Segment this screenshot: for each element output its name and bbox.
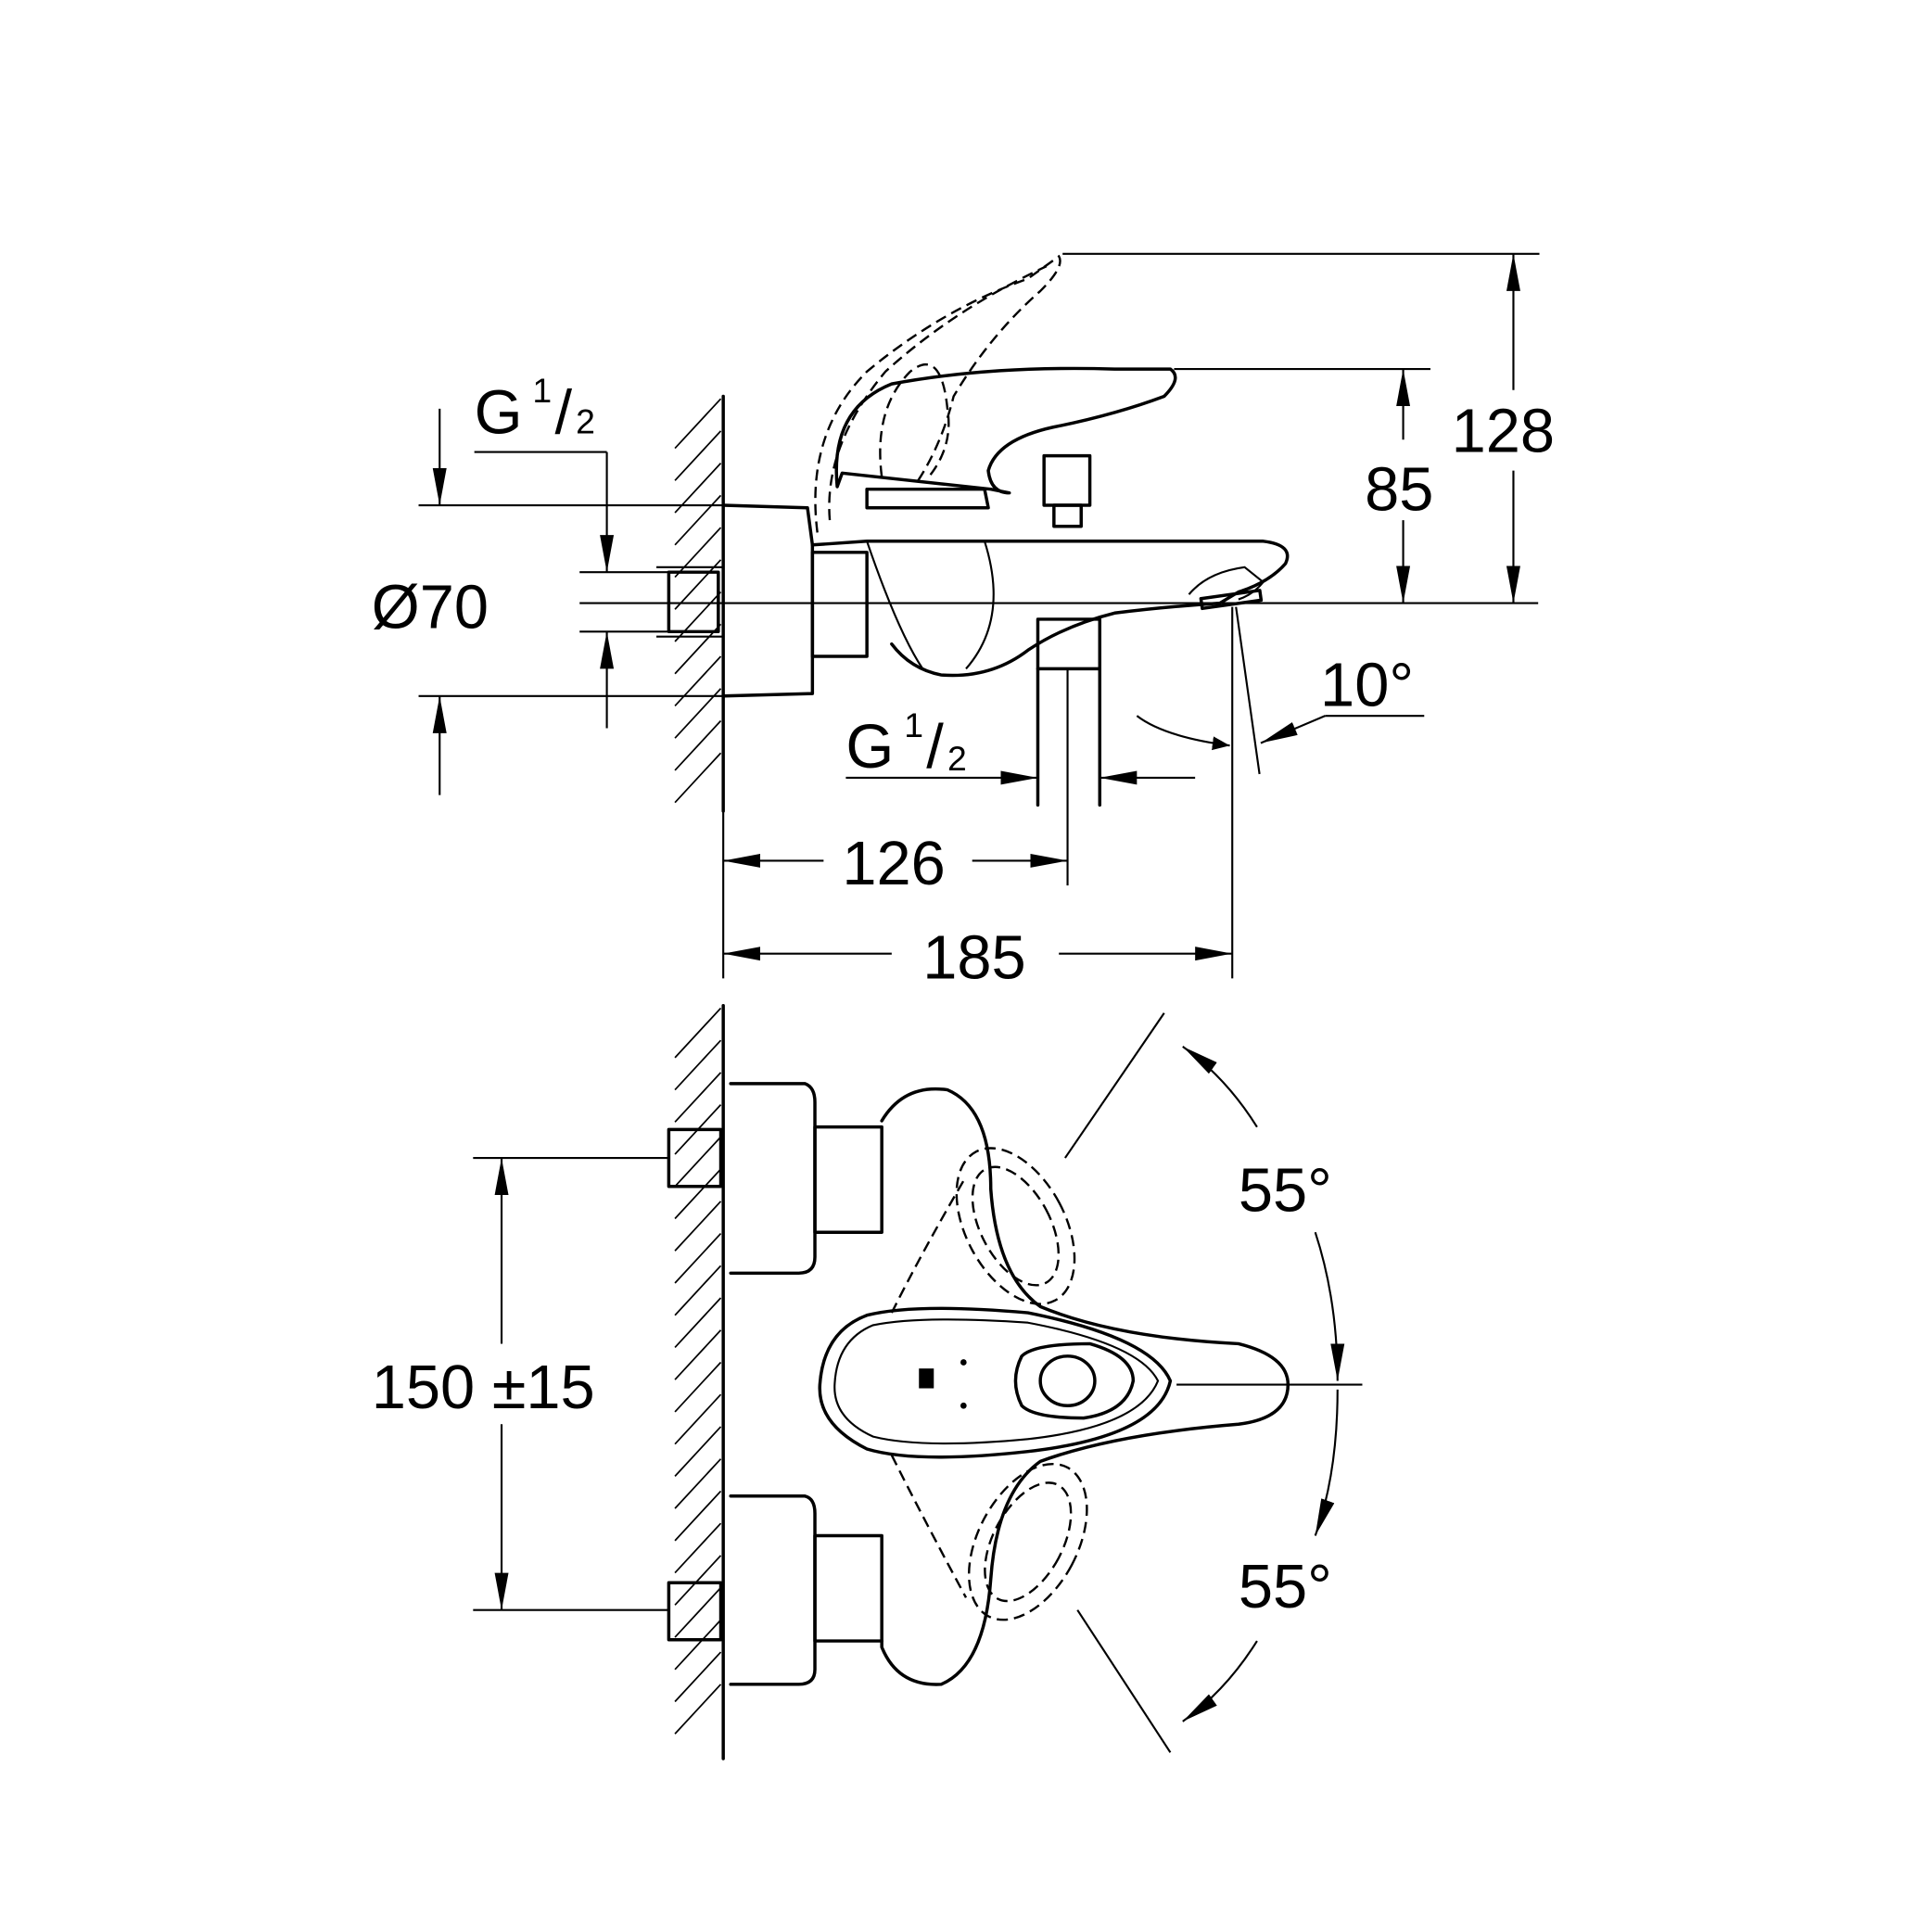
hatch-line [674,591,722,642]
diverter-knob [1042,453,1092,528]
lever-angle-up-label: 55° [1239,1157,1332,1226]
hatch-line [674,1297,722,1349]
temperature-indicator [919,1368,934,1389]
lever-angle-down-label: 55° [1239,1553,1332,1621]
inlet-connector [656,566,724,638]
inlet-thread-num: 1 [532,371,552,410]
inlet-thread-slash: / [554,379,572,448]
outlet-thread-letter: G [845,713,894,782]
hatch-line [674,1136,722,1188]
spout-height-dimension: 85 [1174,368,1433,604]
hatch-line [674,1522,722,1574]
hatch-line [674,1684,722,1735]
top-view: 150 ±15 55° 55° [372,1004,1363,1760]
diameter-label: Ø70 [372,573,489,642]
hatch-line [674,1555,722,1606]
lower-inlet [667,1494,883,1686]
hatch-line [674,494,722,546]
hatch-line [674,1490,722,1542]
spout-angle-label: 10° [1320,651,1414,719]
hatch-line [674,1007,722,1059]
lever-rotated-positions [890,1147,1088,1621]
hatch-line [674,1168,722,1220]
inlet-thread-dimension: G 1 / 2 [475,371,669,729]
hatch-line [674,1232,722,1284]
outlet-thread-slash: / [926,713,944,782]
outlet-thread-num: 1 [904,705,923,744]
total-depth-dimension: 185 [723,923,1233,992]
side-view: Ø70 G 1 / 2 85 128 [372,252,1555,992]
inlet-spacing-dimension: 150 ±15 [372,1156,669,1611]
inlet-thread-letter: G [475,379,523,448]
outlet-connection [1036,617,1102,886]
hatch-line [674,1072,722,1123]
outlet-thread-den: 2 [947,739,967,778]
upper-inlet [667,1082,883,1276]
inlet-thread-den: 2 [576,402,595,441]
hatch-line [674,752,722,804]
hatch-line [674,527,722,578]
wall-bottom [674,1004,725,1760]
spout-angle-dimension: 10° [1136,606,1425,979]
hatch-line [674,1458,722,1509]
spout-height-label: 85 [1365,455,1433,524]
hatch-line [674,1426,722,1477]
lever-angle-dimension: 55° 55° [1063,1012,1363,1753]
hatch-line [674,1265,722,1316]
hatch-line [674,398,722,450]
outlet-thread-dimension: G 1 / 2 [845,705,1196,785]
diameter-dimension: Ø70 [372,408,724,795]
total-depth-label: 185 [922,923,1025,992]
outlet-depth-label: 126 [842,830,945,898]
total-height-dimension: 128 [1062,252,1555,604]
mixer-body-top [818,1087,1290,1686]
hatch-line [674,1587,722,1638]
hatch-line [674,1039,722,1091]
hatch-line [674,430,722,481]
hatch-line [674,1651,722,1703]
total-height-label: 128 [1452,398,1555,466]
mixer-body [721,503,1290,698]
hatch-line [674,1329,722,1380]
hatch-line [674,1361,722,1413]
hatch-line [674,719,722,771]
inlet-spacing-label: 150 ±15 [372,1354,595,1422]
hatch-line [674,1619,722,1671]
hatch-line [674,1201,722,1252]
outlet-depth-dimension: 126 [722,811,1068,979]
hatch-line [674,1393,722,1445]
lever-handle [814,254,1177,533]
hatch-line [674,655,722,707]
